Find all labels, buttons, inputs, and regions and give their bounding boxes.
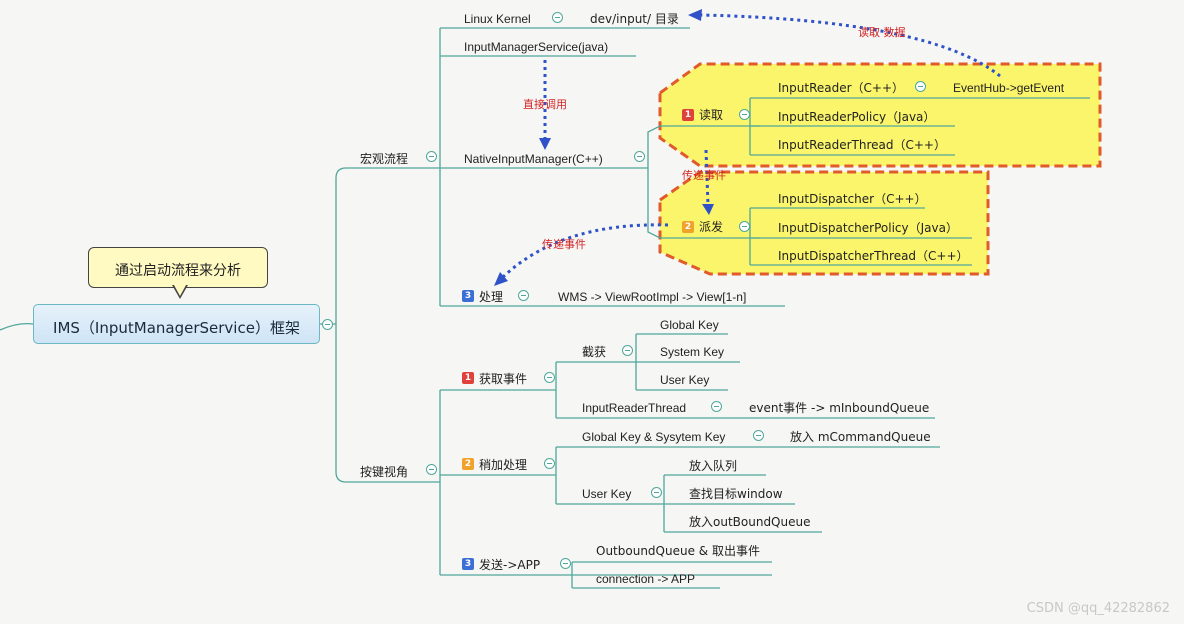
find-window-node[interactable]: 查找目标window <box>689 487 783 501</box>
input-dispatcher-node[interactable]: InputDispatcher（C++） <box>778 192 927 206</box>
global-system-collapse-icon[interactable] <box>753 430 764 441</box>
process-collapse-icon[interactable] <box>544 458 555 469</box>
user-key-node-2[interactable]: User Key <box>582 487 632 501</box>
pass-event-annotation-1: 传递事件 <box>682 169 726 182</box>
user-key-collapse-icon[interactable] <box>651 487 662 498</box>
input-reader-thread-node[interactable]: InputReaderThread（C++） <box>778 138 946 152</box>
macro-flow-node[interactable]: 宏观流程 <box>360 152 409 166</box>
enqueue-node[interactable]: 放入队列 <box>689 459 738 473</box>
connection-app-node[interactable]: connection -> APP <box>596 572 696 586</box>
pass-event-arrow-1 <box>704 149 710 206</box>
eventhub-node[interactable]: EventHub->getEvent <box>953 81 1065 95</box>
key-perspective-collapse-icon[interactable] <box>426 464 437 475</box>
send-badge: 3 <box>462 558 474 570</box>
dev-input-node[interactable]: dev/input/ 目录 <box>590 12 679 26</box>
read-node[interactable]: 读取 <box>699 108 724 122</box>
macro-collapse-icon[interactable] <box>426 151 437 162</box>
read-badge: 1 <box>682 109 694 121</box>
command-queue-node[interactable]: 放入 mCommandQueue <box>790 430 931 444</box>
handle-node[interactable]: 处理 <box>479 290 504 304</box>
input-reader-node[interactable]: InputReader（C++） <box>778 81 905 95</box>
system-key-node[interactable]: System Key <box>660 345 725 359</box>
read-highlight-region <box>658 62 1102 168</box>
read-collapse-icon[interactable] <box>739 109 750 120</box>
linux-kernel-collapse-icon[interactable] <box>552 12 563 23</box>
pass-event-annotation-2: 传递事件 <box>542 238 586 251</box>
watermark: CSDN @qq_42282862 <box>1026 601 1170 616</box>
native-manager-collapse-icon[interactable] <box>634 151 645 162</box>
key-perspective-node[interactable]: 按键视角 <box>360 465 409 479</box>
intercept-node[interactable]: 截获 <box>582 345 607 359</box>
dispatch-collapse-icon[interactable] <box>739 221 750 232</box>
intercept-collapse-icon[interactable] <box>622 345 633 356</box>
callout-bubble: 通过启动流程来分析 <box>88 247 268 288</box>
get-event-badge: 1 <box>462 372 474 384</box>
callout-tail-fill <box>174 285 186 296</box>
handle-collapse-icon[interactable] <box>518 290 529 301</box>
root-node[interactable]: IMS（InputManagerService）框架 <box>33 304 320 344</box>
reader-thread-collapse-icon[interactable] <box>711 401 722 412</box>
input-dispatcher-policy-node[interactable]: InputDispatcherPolicy（Java） <box>778 221 958 235</box>
ims-java-node[interactable]: InputManagerService(java) <box>464 40 609 54</box>
direct-call-annotation: 直接调用 <box>523 98 567 111</box>
input-reader-policy-node[interactable]: InputReaderPolicy（Java） <box>778 110 936 124</box>
outbound-queue-node[interactable]: 放入outBoundQueue <box>689 515 811 529</box>
get-event-node[interactable]: 获取事件 <box>479 372 528 386</box>
handle-badge: 3 <box>462 290 474 302</box>
send-app-node[interactable]: 发送->APP <box>479 558 541 572</box>
outbound-fetch-node[interactable]: OutboundQueue & 取出事件 <box>596 544 760 558</box>
native-input-manager-node[interactable]: NativeInputManager(C++) <box>464 152 603 166</box>
dispatch-highlight-region <box>658 170 990 276</box>
wms-chain-node[interactable]: WMS -> ViewRootImpl -> View[1-n] <box>558 290 747 304</box>
dispatch-badge: 2 <box>682 221 694 233</box>
process-badge: 2 <box>462 458 474 470</box>
process-node[interactable]: 稍加处理 <box>479 458 528 472</box>
root-collapse-icon[interactable] <box>322 319 333 330</box>
global-system-key-node[interactable]: Global Key & Sysytem Key <box>582 430 726 444</box>
input-dispatcher-thread-node[interactable]: InputDispatcherThread（C++） <box>778 249 969 263</box>
get-event-collapse-icon[interactable] <box>544 372 555 383</box>
callout-text: 通过启动流程来分析 <box>115 263 241 279</box>
read-data-annotation: 读取 数据 <box>858 26 906 39</box>
dispatch-node[interactable]: 派发 <box>699 220 724 234</box>
user-key-node-1[interactable]: User Key <box>660 373 710 387</box>
send-collapse-icon[interactable] <box>560 558 571 569</box>
linux-kernel-node[interactable]: Linux Kernel <box>464 12 531 26</box>
root-label: IMS（InputManagerService）框架 <box>53 319 300 337</box>
input-reader-thread-key-node[interactable]: InputReaderThread <box>582 401 687 415</box>
inbound-queue-node[interactable]: event事件 -> mInboundQueue <box>749 401 930 415</box>
read-data-arrow <box>699 13 1001 78</box>
input-reader-collapse-icon[interactable] <box>915 81 926 92</box>
global-key-node[interactable]: Global Key <box>660 318 719 332</box>
